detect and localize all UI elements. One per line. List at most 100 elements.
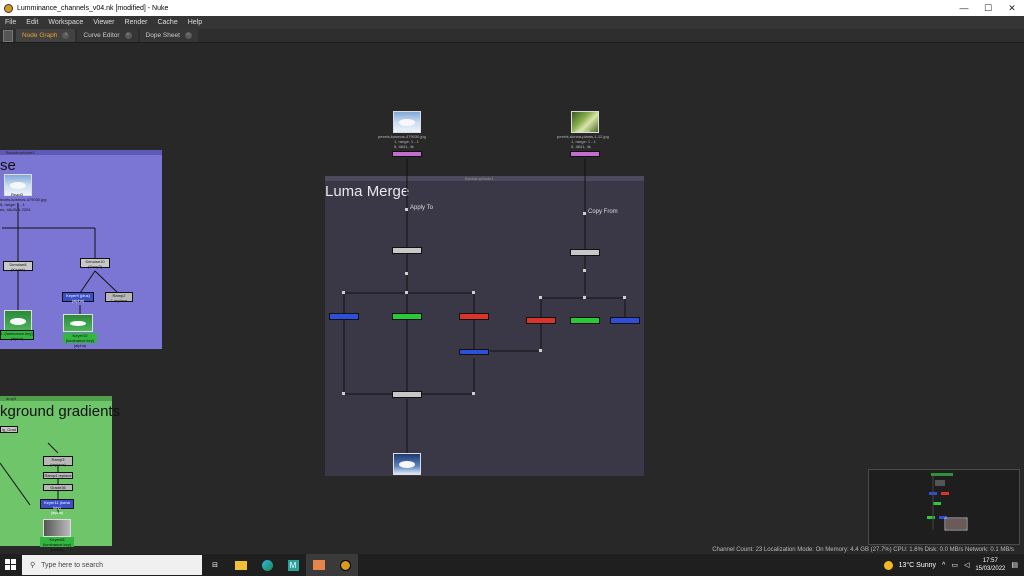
tab-node-graph[interactable]: Node Graph × — [16, 29, 76, 42]
read20-thumbnail[interactable] — [571, 111, 599, 133]
menu-file[interactable]: File — [5, 19, 17, 26]
backdrop-luma-merge-tag: BackdropNode1 — [465, 176, 494, 181]
node-graph-minimap[interactable] — [868, 469, 1020, 545]
nuke-taskbar-icon[interactable] — [332, 554, 358, 576]
app-m-icon[interactable]: M — [280, 554, 306, 576]
merge-node[interactable] — [392, 391, 422, 398]
green-channel-node-left[interactable] — [392, 313, 422, 320]
task-view-icon[interactable]: ⊟ — [212, 562, 218, 569]
menu-render[interactable]: Render — [124, 19, 148, 26]
menu-edit[interactable]: Edit — [26, 19, 39, 26]
dot-node[interactable] — [539, 296, 542, 299]
start-button[interactable] — [0, 554, 22, 576]
grade-node[interactable]: Grade36 — [43, 484, 73, 491]
dot-node[interactable] — [583, 296, 586, 299]
dot-node[interactable] — [539, 349, 542, 352]
keyer-lum2-sublabel: (alpha) — [73, 343, 87, 348]
keyer-lum2-node[interactable]: Keyer10 (luminance key) (alpha) — [63, 333, 97, 348]
maximize-button[interactable]: ☐ — [983, 2, 993, 13]
read20-meta: 1, range: 1 - 1 — [571, 139, 596, 144]
tab-dope-sheet[interactable]: Dope Sheet × — [139, 29, 198, 42]
denoise10-node[interactable]: Denoise10 (Sony3) — [80, 258, 110, 269]
backdrop-luma-merge[interactable]: BackdropNode1 Luma Merge — [325, 176, 644, 476]
blue-merge-node[interactable] — [459, 349, 489, 355]
keyer-lum1-label: L (luminance key) — [1, 331, 33, 336]
dot-node[interactable] — [472, 392, 475, 395]
copy-from-dot[interactable] — [583, 212, 586, 215]
red-channel-node-left[interactable] — [459, 313, 489, 320]
denoise8-sublabel: (Kodak) — [10, 267, 25, 272]
red-channel-node-right[interactable] — [526, 317, 556, 324]
keyer-blue-label: Keyer11 (luma key) — [44, 500, 70, 510]
keyer-lum2-label: Keyer10 (luminance key) — [65, 333, 95, 343]
read3-meta: 5, range: 1 - 1 — [0, 202, 25, 207]
backdrop-left-bottom-title: kground gradients — [0, 403, 121, 420]
node-graph-canvas[interactable]: BackdropNode2 se drop3 kground gradients… — [0, 43, 1024, 554]
dot-node[interactable] — [342, 392, 345, 395]
tabbar: Node Graph × Curve Editor × Dope Sheet × — [0, 29, 1024, 43]
keyer-blue-node[interactable]: Keyer11 (luma key) (alpha) — [40, 499, 74, 515]
keyer9-sublabel: (alpha) — [71, 298, 85, 303]
ramp3-node[interactable]: Ramp3 (replace) — [43, 456, 73, 467]
dot-node[interactable] — [342, 291, 345, 294]
output-thumbnail[interactable] — [393, 453, 421, 475]
tab-node-graph-label: Node Graph — [22, 32, 58, 39]
shuffle-node-left[interactable] — [392, 247, 422, 254]
read19-thumbnail[interactable] — [393, 111, 421, 133]
clock[interactable]: 17:57 15/03/2022 — [975, 557, 1005, 573]
keyer9-label: Keyer9 (plus) — [66, 293, 90, 298]
media-app-icon[interactable] — [306, 554, 332, 576]
dot-node[interactable] — [405, 272, 408, 275]
keyer-lum1-thumbnail[interactable] — [4, 310, 32, 332]
dot-node[interactable] — [623, 296, 626, 299]
menu-viewer[interactable]: Viewer — [93, 19, 115, 26]
grade-label: Grade36 — [50, 485, 66, 490]
ramp2-node[interactable]: Ramp2 1 replace — [105, 292, 133, 303]
menu-workspace[interactable]: Workspace — [48, 19, 84, 26]
network-icon[interactable]: ▭ — [951, 562, 958, 569]
tab-curve-editor[interactable]: Curve Editor × — [77, 29, 138, 42]
green-channel-node-right[interactable] — [570, 317, 600, 324]
read3-meta2: ex, 48x2k 1.2204 — [0, 207, 31, 212]
keyer-lum2-thumbnail[interactable] — [63, 314, 93, 332]
blue-channel-node-left[interactable] — [329, 313, 359, 320]
dot-node[interactable] — [405, 291, 408, 294]
close-button[interactable]: ✕ — [1008, 2, 1016, 13]
chevron-up-icon[interactable]: ^ — [942, 561, 946, 569]
dot-node[interactable] — [472, 291, 475, 294]
read20-output-node[interactable] — [570, 151, 600, 157]
keyer-lum1-node[interactable]: L (luminance key) (alpha) — [0, 330, 34, 341]
grad-box-node[interactable]: ig_Grad — [0, 426, 18, 433]
read19-output-node[interactable] — [392, 151, 422, 157]
shuffle-node-right[interactable] — [570, 249, 600, 256]
menu-cache[interactable]: Cache — [157, 19, 178, 26]
ramp4-node[interactable]: Ramp4 replace — [43, 472, 73, 479]
blue-channel-node-right[interactable] — [610, 317, 640, 324]
copy-from-label: Copy From — [588, 209, 618, 215]
edge-browser-icon[interactable] — [254, 554, 280, 576]
file-explorer-icon[interactable] — [228, 554, 254, 576]
pane-menu-icon[interactable] — [3, 30, 13, 42]
ramp2-label: Ramp2 — [112, 293, 126, 298]
keyer-bottom-node[interactable]: Keyer08 (luminance key) (alpha) — [40, 537, 74, 552]
apply-to-dot[interactable] — [405, 208, 408, 211]
dot-node[interactable] — [583, 269, 586, 272]
tab-close-icon[interactable]: × — [62, 32, 70, 39]
tab-curve-editor-label: Curve Editor — [83, 32, 120, 39]
denoise8-node[interactable]: Denoise8 (Kodak) — [3, 261, 33, 272]
volume-icon[interactable]: ◁ — [963, 562, 970, 569]
keyer-bottom-thumbnail[interactable] — [43, 519, 71, 537]
minimize-button[interactable]: — — [959, 3, 969, 13]
tab-close-icon[interactable]: × — [184, 32, 192, 39]
keyer9-node[interactable]: Keyer9 (plus) (alpha) — [62, 292, 94, 303]
notifications-icon[interactable]: ▤ — [1011, 562, 1018, 569]
menu-help[interactable]: Help — [187, 19, 203, 26]
denoise10-sublabel: (Sony3) — [87, 264, 102, 269]
tab-close-icon[interactable]: × — [124, 32, 132, 39]
search-placeholder: Type here to search — [41, 561, 104, 569]
menubar: File Edit Workspace Viewer Render Cache … — [0, 16, 1024, 29]
read3-thumbnail[interactable] — [4, 174, 32, 196]
ramp3-sublabel: (replace) — [50, 462, 66, 467]
weather-text[interactable]: 13°C Sunny — [898, 561, 937, 569]
taskbar-search[interactable]: ⚲ Type here to search — [22, 555, 202, 575]
